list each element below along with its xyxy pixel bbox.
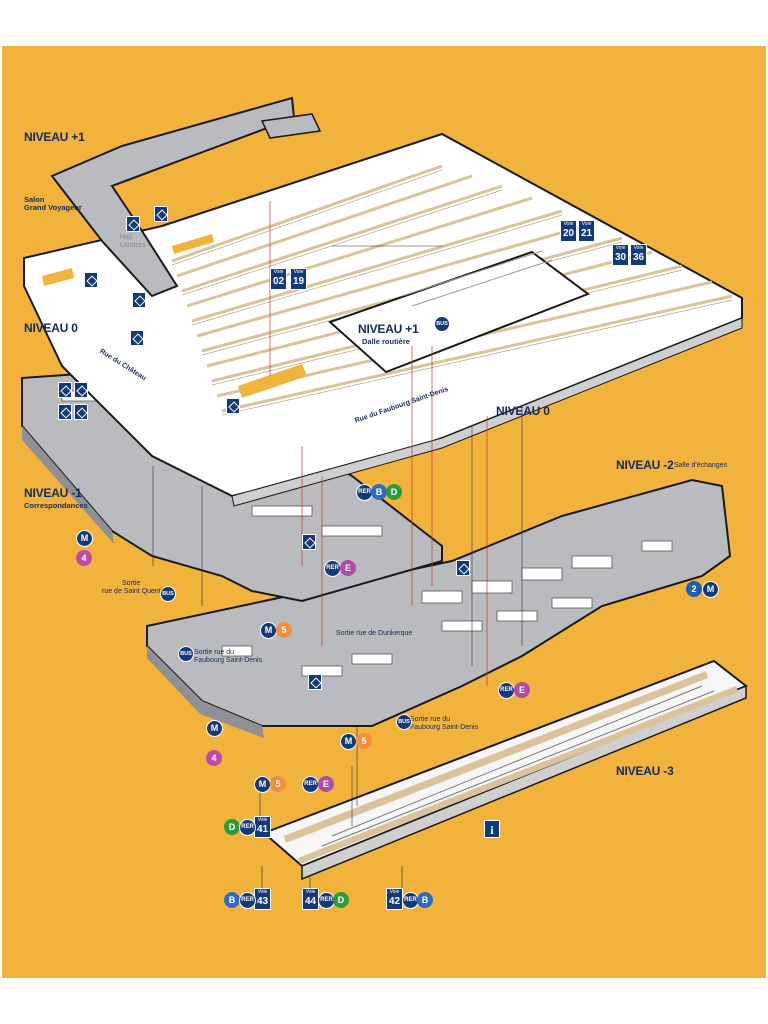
line-d-badge-2: D — [224, 819, 240, 835]
line-4-badge-1: 4 — [76, 550, 92, 566]
escalator-icon-1 — [84, 272, 98, 288]
escalator-icon-6 — [456, 560, 470, 576]
bus-badge-quentin: BUS — [160, 586, 176, 602]
sortie-faubourg-bus-label-2: Faubourg Saint-Denis — [410, 724, 479, 731]
escalator-icon-5 — [302, 534, 316, 550]
rer-badge-6: RER — [239, 892, 256, 909]
bus-badge-dalle: BUS — [434, 316, 450, 332]
sortie-faubourg-bus-label-1: Sortie rue du — [410, 716, 451, 723]
level-minus3-slab — [262, 659, 748, 881]
dalle-level-label: NIVEAU +1 — [358, 322, 419, 336]
line-d-badge-3: D — [333, 892, 349, 908]
toilet-icon — [74, 404, 88, 420]
rer-badge-2: RER — [324, 560, 341, 577]
map-drawing — [21, 96, 748, 896]
metro-badge-6: M — [254, 776, 271, 793]
metro-badge-4: M — [206, 720, 223, 737]
line-5-badge-2: 5 — [356, 733, 372, 749]
bus-badge-faubourg-2: BUS — [396, 714, 412, 730]
line-d-badge-1: D — [386, 484, 402, 500]
line-b-badge-2: B — [224, 892, 240, 908]
line-e-badge-2: E — [514, 682, 530, 698]
escalator-icon-4 — [226, 398, 240, 414]
metro-badge-1: M — [76, 530, 93, 547]
line-5-badge-3: 5 — [270, 776, 286, 792]
salle-echanges-label: Salle d'échanges — [674, 462, 728, 469]
escalator-icon-2 — [130, 330, 144, 346]
rer-badge-5: RER — [239, 819, 256, 836]
info-icon: i — [484, 820, 500, 838]
line-2-badge: 2 — [686, 581, 702, 597]
level-plus1-walkway — [50, 96, 322, 298]
taxi-icon — [126, 216, 140, 232]
line-e-badge-1: E — [340, 560, 356, 576]
salon-label: Salon — [24, 195, 45, 204]
dalle-routiere-slab — [328, 250, 591, 374]
londres-label: Londres — [120, 242, 146, 249]
correspondances-label: Correspondances — [24, 501, 88, 510]
line-5-badge-1: 5 — [276, 622, 292, 638]
sortie-quentin-label-2: rue de Saint Quentin — [102, 588, 167, 595]
escalator-icon-3 — [132, 292, 146, 308]
station-map: NIVEAU +1 Salon Grand Voyageur NIVEAU 0 … — [2, 46, 766, 978]
metro-badge-2: M — [260, 622, 277, 639]
car-icon — [154, 206, 168, 222]
metro-badge-5: M — [340, 733, 357, 750]
luggage-icon — [58, 404, 72, 420]
grand-voyageur-label: Grand Voyageur — [24, 203, 82, 212]
dalle-routiere-label: Dalle routière — [362, 337, 410, 346]
line-e-badge-3: E — [318, 776, 334, 792]
sortie-quentin-label-1: Sortie — [122, 580, 141, 587]
metro-badge-3: M — [702, 581, 719, 598]
shop-icon — [58, 382, 72, 398]
sortie-dunkerque-label: Sortie rue de Dunkerque — [336, 630, 413, 637]
line-b-badge-3: B — [417, 892, 433, 908]
escalator-icon-7 — [308, 674, 322, 690]
level-0-label-right: NIVEAU 0 — [496, 404, 550, 418]
level-minus2-label: NIVEAU -2 — [616, 458, 674, 472]
rer-badge-3: RER — [498, 682, 515, 699]
level-minus3-label: NIVEAU -3 — [616, 764, 674, 778]
line-4-badge-2: 4 — [206, 750, 222, 766]
ticket-icon — [74, 382, 88, 398]
line-b-badge-1: B — [371, 484, 387, 500]
rer-badge-4: RER — [302, 776, 319, 793]
level-minus2-slab — [146, 478, 732, 738]
bus-badge-faubourg: BUS — [178, 646, 194, 662]
sortie-faubourg-label-1: Sortie rue du — [194, 649, 235, 656]
sortie-faubourg-label-2: Faubourg Saint-Denis — [194, 657, 263, 664]
hall-label: Hall — [120, 234, 133, 241]
level-minus1-label: NIVEAU -1 — [24, 486, 82, 500]
level-0-label-left: NIVEAU 0 — [24, 321, 78, 335]
level-plus1-label: NIVEAU +1 — [24, 130, 85, 144]
